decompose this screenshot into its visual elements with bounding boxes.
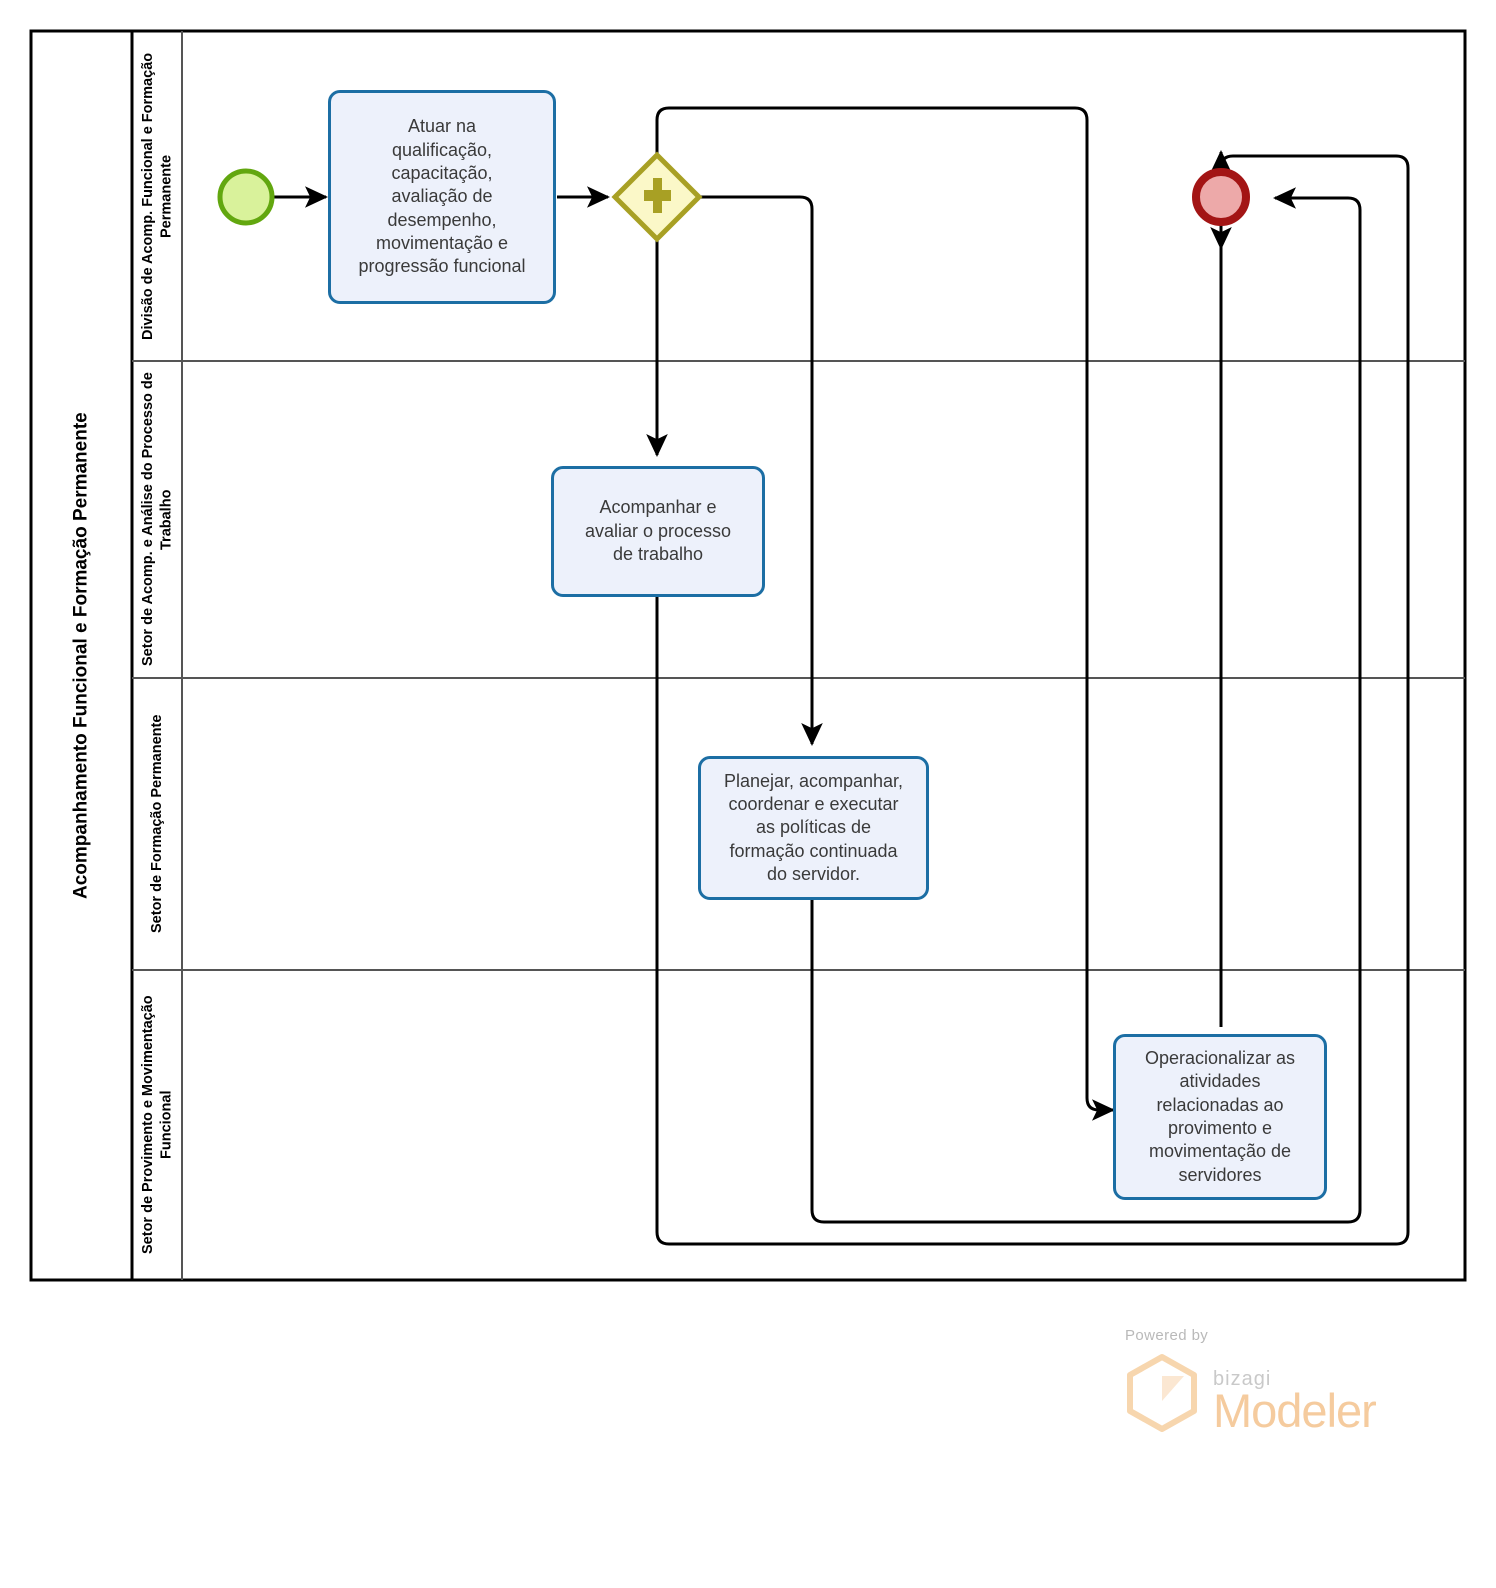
lane-label-setor-acomp-analise-processo: Setor de Acomp. e Análise do Processo de…: [139, 372, 175, 667]
powered-by-label: Powered by: [1125, 1327, 1209, 1344]
pool-label: Acompanhamento Funcional e Formação Perm…: [70, 412, 92, 899]
bizagi-branding: Powered by bizagi Modeler: [1125, 1327, 1455, 1447]
flow-gateway-to-task3: [698, 195, 823, 746]
bizagi-logo-icon: [1127, 1354, 1197, 1432]
flow-gateway-to-task4: [655, 106, 1115, 1121]
lane-label-setor-formacao-permanente: Setor de Formação Permanente: [149, 714, 166, 934]
modeler-wordmark: Modeler: [1213, 1383, 1377, 1437]
end-event[interactable]: [1192, 168, 1250, 226]
lane-label-setor-provimento-movimentacao: Setor de Provimento e Movimentação Funci…: [139, 995, 175, 1255]
task-label: Planejar, acompanhar,coordenar e executa…: [723, 770, 904, 885]
parallel-gateway[interactable]: [611, 151, 703, 243]
task-planejar-politicas-formacao[interactable]: Planejar, acompanhar,coordenar e executa…: [698, 756, 929, 900]
lane-label-divisao-acomp-funcional: Divisão de Acomp. Funcional e Formação P…: [139, 52, 175, 340]
bizagi-wordmark: bizagi: [1213, 1367, 1272, 1390]
start-event[interactable]: [217, 168, 275, 226]
flow-task3-to-end: [810, 187, 1362, 1224]
sequence-flow-layer: [274, 106, 1410, 1246]
